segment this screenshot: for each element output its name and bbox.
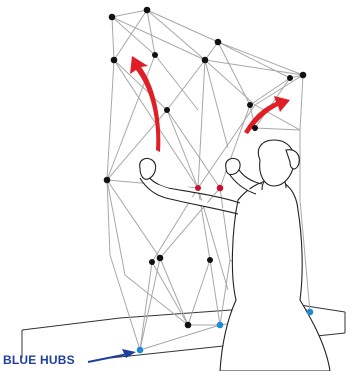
- black-hub-icon: [252, 125, 258, 131]
- blue-hub-icon: [306, 308, 314, 316]
- black-hub-icon: [207, 257, 213, 263]
- black-hub-icon: [143, 6, 151, 14]
- curved-up-arrow-icon: [130, 56, 161, 152]
- person-figure: [139, 139, 331, 371]
- black-hub-icon: [156, 254, 164, 262]
- black-hub-icon: [149, 259, 155, 265]
- blue-hub-icon: [216, 321, 224, 329]
- hubs: [103, 6, 314, 354]
- black-hub-icon: [108, 13, 116, 21]
- black-hub-icon: [152, 52, 158, 58]
- black-hub-icon: [184, 321, 192, 329]
- black-hub-icon: [110, 56, 118, 64]
- blue-hubs-label: BLUE HUBS: [3, 353, 75, 367]
- blue-hub-icon: [136, 346, 144, 354]
- black-hub-icon: [201, 56, 209, 64]
- red-hub-icon: [216, 184, 224, 192]
- black-hub-icon: [164, 107, 170, 113]
- red-hub-icon: [195, 185, 201, 191]
- pointer-arrow-icon: [87, 349, 136, 363]
- curved-up-arrow-icon: [244, 96, 290, 134]
- black-hub-icon: [247, 102, 253, 108]
- black-hub-icon: [299, 71, 307, 79]
- black-hub-icon: [214, 38, 222, 46]
- black-hub-icon: [103, 176, 111, 184]
- lift-arrows: [130, 56, 290, 152]
- black-hub-icon: [287, 75, 293, 81]
